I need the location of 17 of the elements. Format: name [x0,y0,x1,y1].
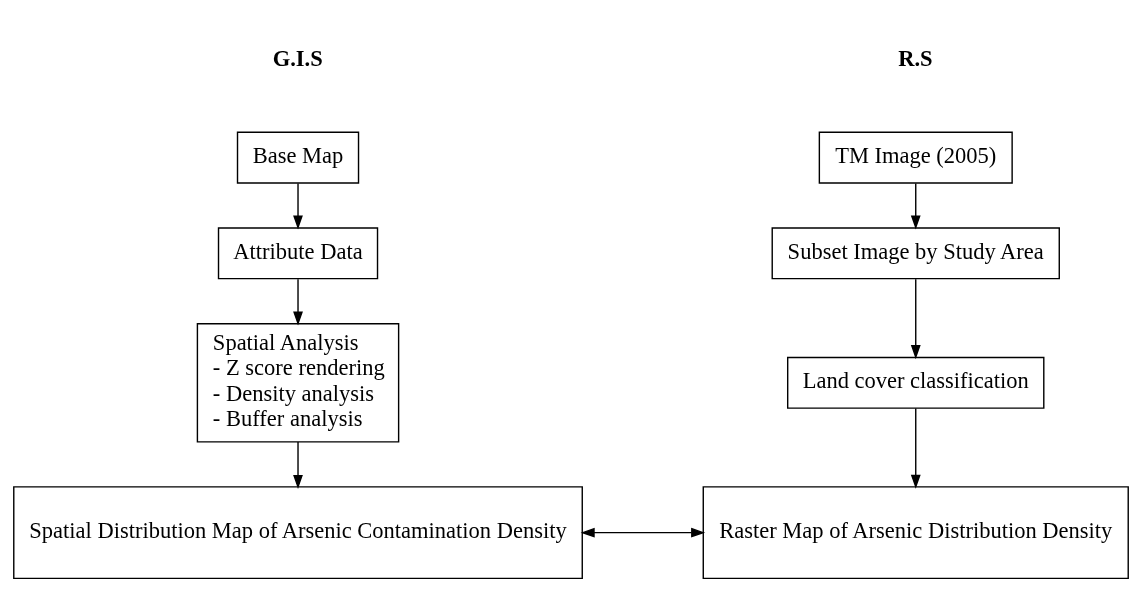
arrow [910,182,921,229]
label: G.I.S [272,45,323,71]
node-box: Attribute Data [217,226,379,279]
node-box: Base Map [236,131,360,184]
arrow [293,182,303,229]
label: R.S [898,45,933,71]
node-box: Spatial Distribution Map of Arsenic Contamination Density [13,485,583,579]
arrow [293,440,303,489]
arrow [910,407,921,489]
node-box: Subset Image by Study Area [771,226,1060,279]
node-box: Land cover classification [787,356,1045,409]
node-box: TM Image (2005) [818,131,1013,184]
arrow [580,527,706,538]
arrow [910,277,921,359]
node-box: Spatial Analysis - Z score rendering - Density analysis - Buffer analysis [196,322,400,443]
node-box: Raster Map of Arsenic Distribution Density [702,485,1129,579]
arrow [293,277,303,326]
